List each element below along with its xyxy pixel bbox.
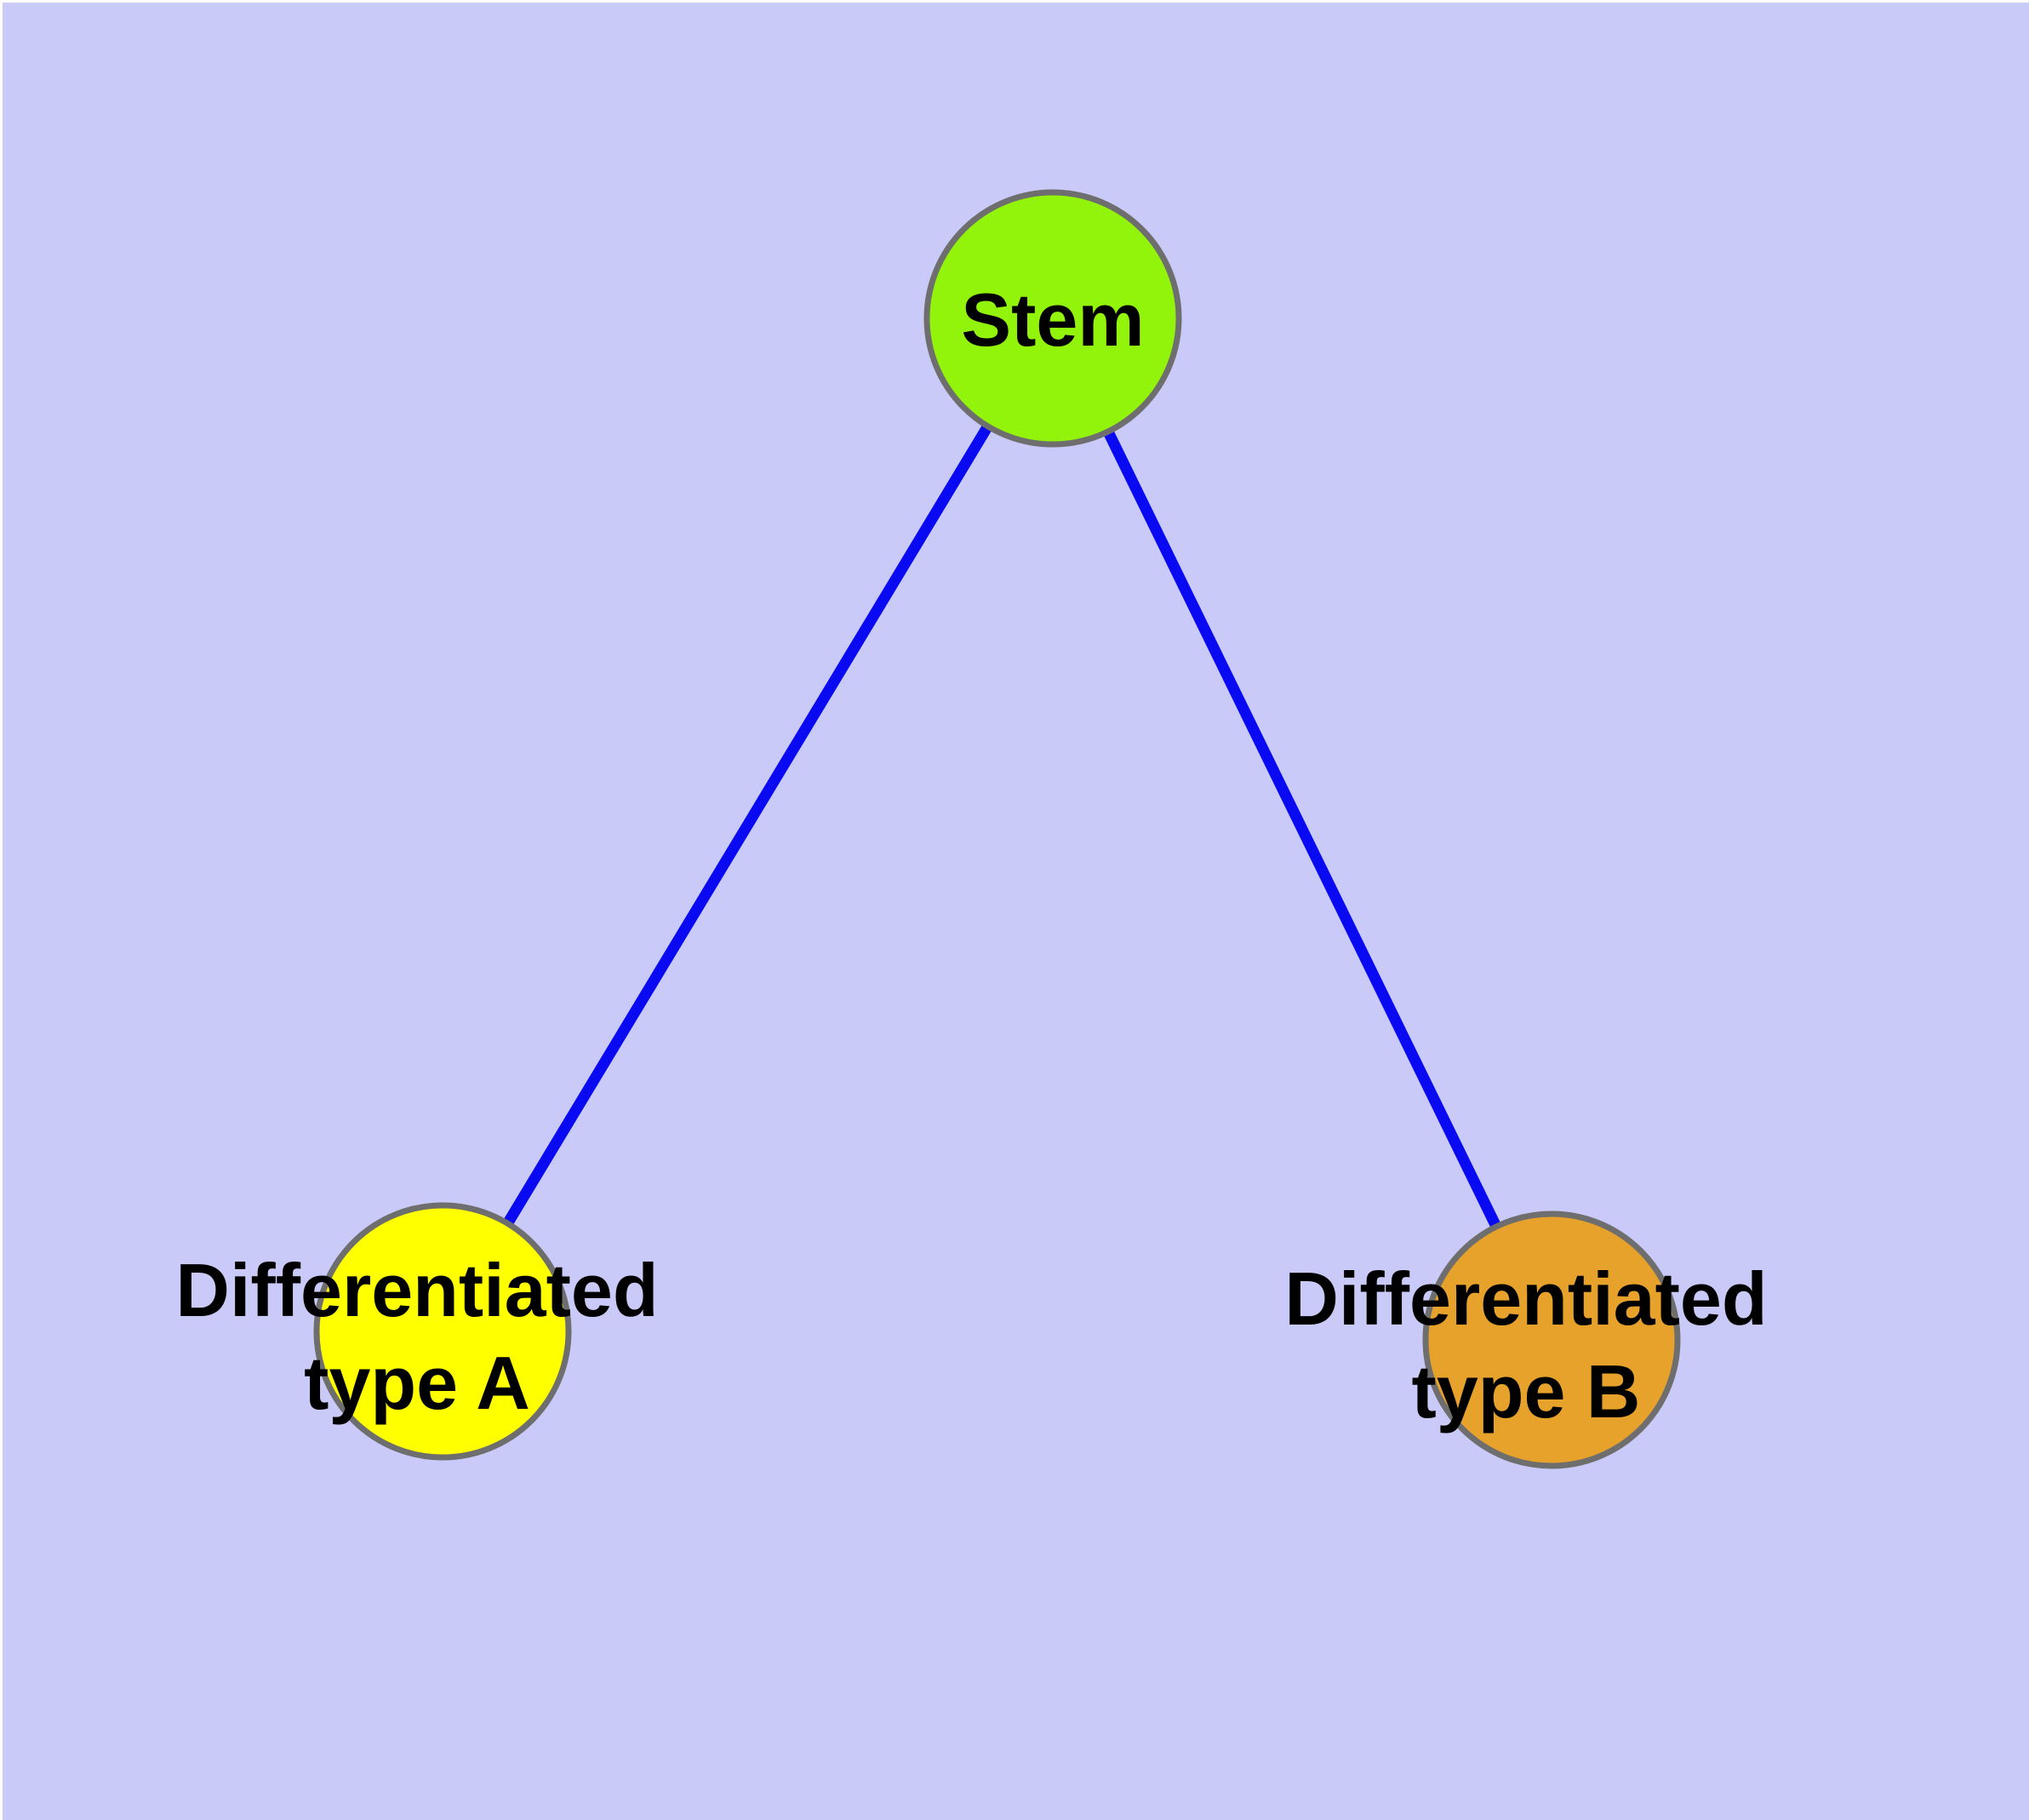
node-type-a-label-line-2: type A <box>304 1341 530 1425</box>
edge-stem-to-type-a <box>437 315 1058 1335</box>
node-stem: Stem <box>923 189 1182 448</box>
node-type-b-label-line-2: type B <box>1412 1349 1641 1434</box>
edge-stem-to-type-b <box>1048 316 1557 1342</box>
node-type-b-circle <box>1422 1210 1681 1469</box>
node-stem-circle <box>923 189 1182 448</box>
node-stem-label: Stem <box>961 278 1144 362</box>
node-type-b: Differentiated type B <box>1284 1210 1768 1469</box>
node-type-b-label-line-1: Differentiated <box>1284 1256 1767 1341</box>
node-type-a: Differentiated type A <box>175 1202 659 1461</box>
node-type-a-label-line-1: Differentiated <box>175 1248 658 1332</box>
node-type-a-circle <box>313 1202 572 1461</box>
